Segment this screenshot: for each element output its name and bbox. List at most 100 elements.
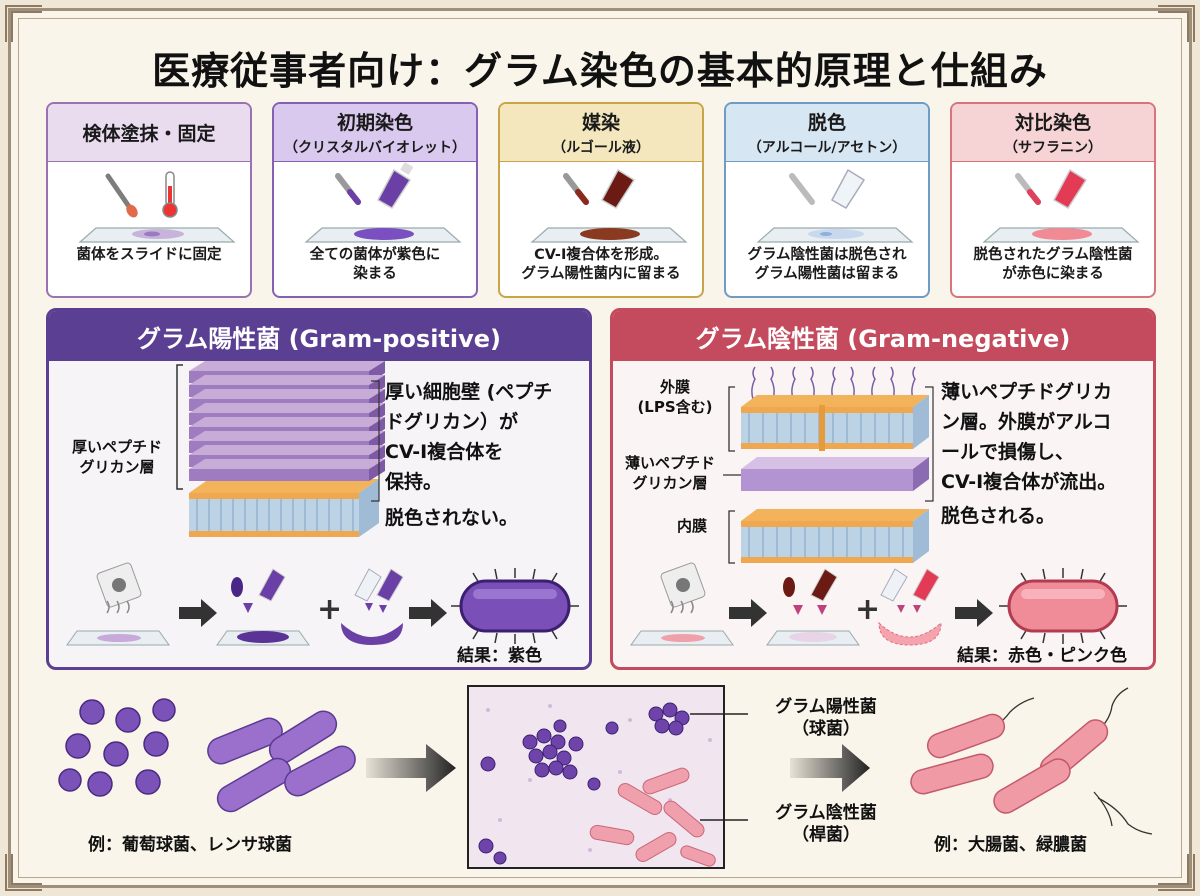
heat-fix-slide-icon <box>66 562 170 646</box>
slide-icon <box>304 227 462 243</box>
step-header: 脱色 （アルコール/アセトン） <box>726 104 928 162</box>
cocci-cluster-icon <box>58 698 176 797</box>
micro-neg-label: グラム陰性菌 （桿菌） <box>775 803 877 845</box>
gram-positive-description: 厚い細胞壁 (ペプチ ドグリカン）が CV-I複合体を 保持。 脱色されない。 <box>385 381 553 529</box>
morphology-section: 例：葡萄球菌、レンサ球菌 グラム陽性菌 （球菌） グラム陰性菌 （桿菌） 例：大… <box>30 680 1170 880</box>
morphology-illustration <box>58 685 1153 869</box>
outer-membrane-label: 外膜 (LPS含む) <box>637 378 713 416</box>
step-card-safranin: 対比染色 （サフラニン） 脱色されたグラム陰性菌 が赤色に染まる <box>950 102 1156 298</box>
gram-positive-panel: グラム陽性菌 (Gram-positive) <box>46 308 592 670</box>
step-subtitle: （アルコール/アセトン） <box>747 140 907 156</box>
gram-negative-result: 結果：赤色・ピンク色 <box>957 646 1127 666</box>
gram-negative-illustration: + <box>630 366 1127 646</box>
step-desc: 脱色されたグラム陰性菌 が赤色に染まる <box>973 247 1133 282</box>
cell-membrane <box>189 479 379 537</box>
slide-icon <box>78 227 236 243</box>
arrow-right-icon <box>179 599 217 627</box>
gram-negative-examples: 例：大腸菌、緑膿菌 <box>934 835 1087 855</box>
peptidoglycan-layers <box>189 361 385 481</box>
thin-peptidoglycan <box>741 457 929 491</box>
iodine-apply-icon <box>341 568 404 645</box>
staining-steps: 検体塗抹・固定 菌体をスライドに固定 <box>46 102 1156 298</box>
step-illustration <box>500 162 702 246</box>
step-card-lugol: 媒染 （ルゴール液） CV-I複合体を形成。 グラム陽性菌内に留まる <box>498 102 704 298</box>
step-illustration <box>48 162 250 246</box>
step-header: 媒染 （ルゴール液） <box>500 104 702 162</box>
step-desc: 菌体をスライドに固定 <box>76 247 222 263</box>
dropper-icon <box>789 173 815 205</box>
step-desc: 全ての菌体が紫色に 染まる <box>309 247 441 282</box>
step-title: 脱色 <box>807 112 846 134</box>
gram-positive-examples: 例：葡萄球菌、レンサ球菌 <box>88 835 292 855</box>
layer-bracket <box>176 364 183 490</box>
microscope-field <box>467 685 748 869</box>
arrow-right-icon <box>366 744 456 792</box>
corner-ornament-icon <box>5 5 42 42</box>
dropper-icon <box>335 173 361 205</box>
inner-membrane-label: 内膜 <box>677 517 708 535</box>
gram-positive-header: グラム陽性菌 (Gram-positive) <box>49 311 589 361</box>
purple-rods-icon <box>207 710 356 813</box>
inner-bracket <box>728 510 735 564</box>
arrow-right-icon <box>409 599 447 627</box>
step-header: 対比染色 （サフラニン） <box>952 104 1154 162</box>
step-desc: グラム陰性菌は脱色され グラム陽性菌は留まる <box>747 247 907 282</box>
thick-layer-label: 厚いペプチド グリカン層 <box>71 438 162 476</box>
crystal-violet-apply-icon <box>216 568 310 646</box>
gram-negative-header: グラム陰性菌 (Gram-negative) <box>613 311 1153 361</box>
gram-negative-description: 薄いペプチドグリカ ン層。外膜がアルコ ールで損傷し、 CV-I複合体が流出。 … <box>941 381 1117 527</box>
plus-icon: + <box>317 592 342 627</box>
micro-pos-label: グラム陽性菌 （球菌） <box>775 697 877 739</box>
corner-ornament-icon <box>5 854 42 891</box>
step-title: 対比染色 <box>1014 112 1091 134</box>
thermometer-icon <box>162 171 178 218</box>
arrow-right-icon <box>790 744 870 792</box>
step-desc: CV-I複合体を形成。 グラム陽性菌内に留まる <box>521 247 681 282</box>
plus-icon: + <box>855 592 880 627</box>
dropper-icon <box>1015 173 1041 205</box>
step-title: 媒染 <box>581 112 620 134</box>
safranin-apply-icon <box>878 568 942 646</box>
step-subtitle: （サフラニン） <box>1004 140 1102 156</box>
purple-rod-bacterium-icon <box>451 568 579 644</box>
stain-bottle-icon <box>1052 168 1088 210</box>
arrow-right-icon <box>729 599 767 627</box>
step-subtitle: （ルゴール液） <box>552 140 650 156</box>
step-card-crystal-violet: 初期染色 （クリスタルバイオレット） 全ての菌体が紫色に <box>272 102 478 298</box>
thin-layer-label: 薄いペプチド グリカン層 <box>624 454 715 492</box>
stain-bottle-icon <box>376 161 414 210</box>
arrow-right-icon <box>955 599 993 627</box>
step-illustration <box>726 162 928 246</box>
step-illustration <box>952 162 1154 246</box>
step-card-smear: 検体塗抹・固定 菌体をスライドに固定 <box>46 102 252 298</box>
outer-bracket <box>728 386 735 452</box>
step-illustration <box>274 161 476 246</box>
step-card-decolorize: 脱色 （アルコール/アセトン） グラム陰性菌は脱色され グラム陽性菌は留まる <box>724 102 930 298</box>
desc-bracket <box>925 386 934 502</box>
iodine-decolor-apply-icon <box>766 568 860 646</box>
page-title: 医療従事者向け：グラム染色の基本的原理と仕組み <box>152 49 1048 93</box>
inner-membrane <box>741 509 929 563</box>
step-header: 初期染色 （クリスタルバイオレット） <box>274 104 476 162</box>
gram-positive-illustration: + <box>66 361 579 646</box>
heat-fix-slide-icon <box>630 562 734 646</box>
dropper-icon <box>563 173 589 205</box>
gram-positive-result: 結果：紫色 <box>457 646 542 666</box>
gram-negative-panel: グラム陰性菌 (Gram-negative) <box>610 308 1156 670</box>
pink-rod-bacterium-icon <box>999 568 1127 644</box>
slide-icon <box>982 227 1140 243</box>
stain-bottle-icon <box>600 168 636 210</box>
step-title: 初期染色 <box>336 112 413 134</box>
step-title: 検体塗抹・固定 <box>82 123 216 145</box>
outer-membrane <box>741 366 929 451</box>
pink-rods-icon <box>910 687 1153 835</box>
desc-bracket <box>371 380 380 502</box>
swab-icon <box>105 173 138 218</box>
inner-frame <box>18 18 1182 878</box>
corner-ornament-icon <box>1158 5 1195 42</box>
step-header: 検体塗抹・固定 <box>48 104 250 162</box>
alcohol-bottle-icon <box>830 168 866 210</box>
corner-ornament-icon <box>1158 854 1195 891</box>
slide-icon <box>530 227 688 243</box>
step-subtitle: （クリスタルバイオレット） <box>284 140 466 156</box>
